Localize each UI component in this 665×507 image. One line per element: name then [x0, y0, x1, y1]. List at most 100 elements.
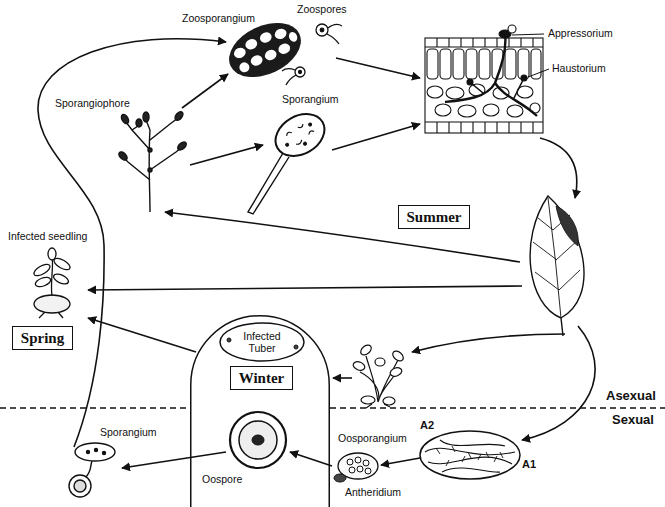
part-label: Zoospores [297, 3, 347, 16]
leaf-tissue-drawing-part [505, 49, 516, 79]
leaf-tissue-drawing [425, 25, 543, 133]
sporangium-drawing-part [268, 106, 332, 165]
cycle-arrow-part [412, 334, 565, 352]
cycle-arrow-part [522, 326, 595, 440]
zoospore-drawing-part [299, 71, 302, 74]
oosporangium-drawing-part [365, 468, 371, 474]
potato-plant-drawing-part [359, 343, 373, 357]
leaf-tissue-drawing-part [507, 105, 523, 117]
cycle-arrow-part [336, 58, 420, 78]
leaf-tissue-drawing-part [440, 49, 451, 79]
leaf-tissue-drawing-part [435, 104, 451, 116]
zoosporangium-drawing-part [238, 61, 251, 74]
part-label: Sporangium [282, 93, 339, 106]
stage-label: Infected Tuber [232, 330, 292, 354]
zoosporangium-drawing-part [232, 46, 247, 60]
zoospore-drawing-part [282, 69, 296, 85]
leaf-tissue-drawing-part [508, 25, 516, 33]
cycle-arrow-part [332, 124, 420, 150]
season-label: Spring [21, 329, 64, 347]
leaf-tissue-drawing-part [425, 38, 543, 133]
seedling-drawing-part [52, 272, 70, 286]
zoosporangium-drawing-part [277, 42, 292, 56]
sporangiophore-drawing-part [148, 168, 152, 172]
cycle-arrow-part [88, 318, 196, 352]
germinating-sporangium-drawing-part [103, 452, 106, 455]
tuber-drawing [220, 323, 304, 361]
season-box: Spring [12, 326, 73, 350]
seedling-drawing-part [32, 262, 52, 278]
cycle-arrow-part [122, 452, 226, 468]
sporangium-drawing-part-part [286, 121, 316, 147]
seedling-drawing-part [48, 248, 56, 260]
potato-plant-drawing-part [360, 356, 398, 408]
zoosporangium-drawing-part [287, 31, 298, 43]
oosporangium-drawing [334, 453, 378, 482]
zoosporangium-drawing-part [258, 30, 273, 44]
potato-plant-drawing-part [383, 397, 395, 405]
divider-line [0, 407, 665, 409]
mating-hyphae-drawing [420, 431, 520, 479]
potato-plant-drawing-part [375, 358, 385, 366]
sporangiophore-drawing-part [176, 140, 188, 151]
sporangium-drawing-part [248, 153, 289, 214]
oosporangium-drawing-part [349, 467, 355, 473]
zoosporangium-drawing-part [244, 37, 259, 51]
germinating-sporangium-drawing-part [74, 480, 86, 492]
potato-plant-drawing [352, 343, 405, 408]
tuber-drawing-part [220, 323, 304, 361]
zoosporangium-drawing-part [273, 27, 288, 41]
germinating-sporangium-drawing-part [95, 449, 98, 452]
sporangiophore-drawing-part [148, 148, 152, 152]
stage-label: Oospore [202, 473, 242, 485]
tuber-drawing-part [227, 338, 231, 342]
zoosporangium-drawing-part [263, 48, 278, 62]
part-label: Antheridium [345, 486, 401, 499]
seedling-drawing-part [34, 276, 52, 289]
sporangiophore-drawing-part [136, 119, 142, 127]
sporangiophore-drawing-part [143, 112, 149, 122]
zoosporangium-drawing-part [249, 53, 264, 67]
sporangiophore-drawing-part [120, 113, 130, 125]
sporangiophore-drawing-part [124, 118, 181, 212]
sporangium-drawing-part-part [285, 143, 289, 147]
part-label: A1 [522, 458, 536, 471]
leaf-tissue-drawing-part [458, 105, 476, 117]
seedling-drawing [32, 248, 72, 318]
sporangiophore-drawing [117, 110, 187, 212]
leaf-tissue-drawing-part [425, 122, 543, 133]
leaf-tissue-drawing-part [453, 49, 464, 79]
part-label: Infected seedling [8, 230, 87, 243]
season-box: Winter [230, 366, 293, 390]
oosporangium-drawing-part [363, 460, 369, 466]
season-label: Winter [239, 369, 285, 387]
winter-capsule: Infected TuberOospore Winter [190, 315, 330, 507]
season-label: Summer [407, 208, 462, 226]
germinating-sporangium-drawing-part [69, 475, 91, 497]
zoospore-drawing-part [316, 24, 328, 36]
leaf-tissue-drawing-part [427, 49, 438, 79]
part-label: Haustorium [552, 62, 606, 75]
part-label: Oosporangium [338, 432, 407, 445]
zoospore-drawing-part [295, 67, 305, 77]
part-label: Zoosporangium [182, 12, 255, 25]
leaf-tissue-drawing-part [483, 104, 499, 116]
capsule-outline-path [191, 316, 330, 507]
leaf-tissue-drawing-part [445, 34, 537, 116]
tuber-drawing-part [294, 345, 298, 349]
sporangium-drawing-part-part [308, 122, 312, 126]
potato-plant-drawing-part [389, 366, 403, 378]
leaf-tissue-drawing-part [531, 49, 541, 79]
infected-leaf-drawing-part [533, 198, 580, 318]
leaf-tissue-drawing-part [425, 38, 543, 47]
sporangium-drawing [248, 106, 332, 214]
potato-plant-drawing-part [352, 360, 366, 372]
part-label: A2 [420, 419, 434, 432]
zoospore-drawing-part [327, 24, 342, 44]
potato-plant-drawing-part [391, 349, 405, 363]
infected-leaf-drawing-part [530, 196, 584, 336]
mating-hyphae-drawing-part [425, 440, 515, 472]
germinating-sporangium-drawing-part [75, 443, 115, 461]
